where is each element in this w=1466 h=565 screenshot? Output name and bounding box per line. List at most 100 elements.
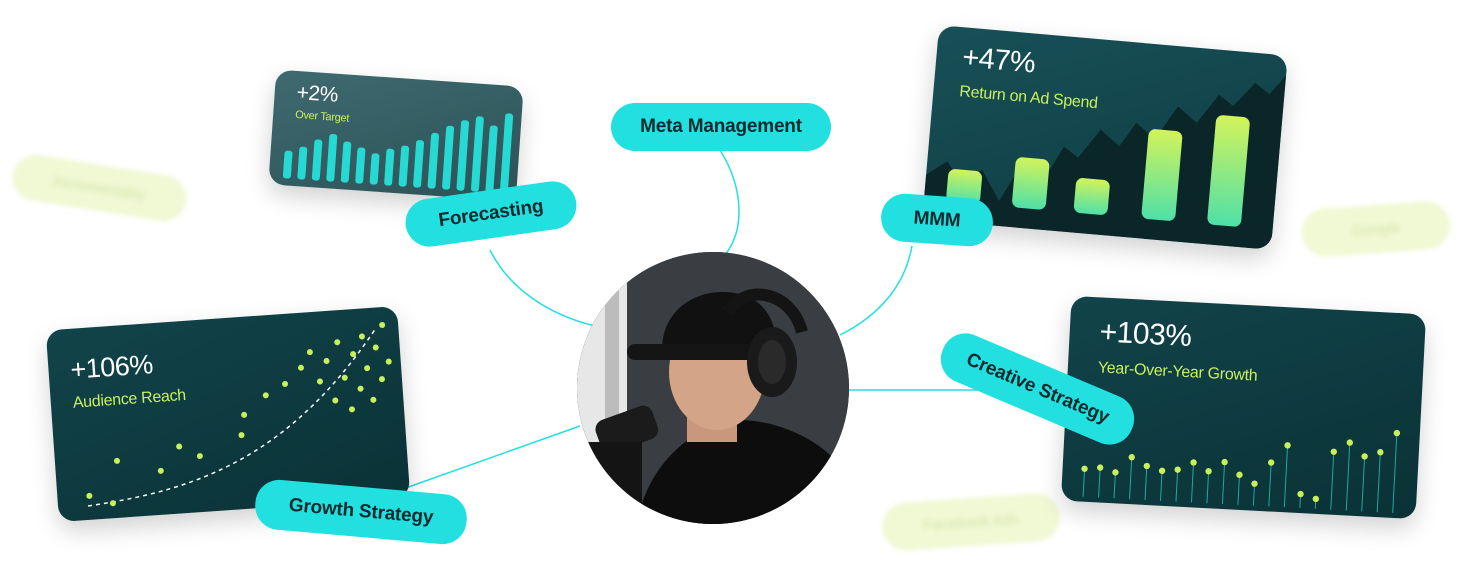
yoy-stem xyxy=(1237,474,1240,505)
reach-point xyxy=(385,358,392,365)
reach-point xyxy=(176,443,183,450)
reach-point xyxy=(109,500,116,507)
roas-bar-chart xyxy=(946,115,1250,227)
reach-point xyxy=(378,376,385,383)
yoy-point xyxy=(1346,439,1354,446)
reach-point xyxy=(238,432,245,439)
yoy-point xyxy=(1284,442,1291,449)
reach-point xyxy=(241,411,248,418)
yoy-point xyxy=(1330,448,1338,455)
yoy-stem xyxy=(1361,456,1366,512)
yoy-stem xyxy=(1252,483,1256,506)
forecast-bar xyxy=(282,150,293,179)
yoy-point xyxy=(1236,471,1243,479)
person-with-headphones-icon xyxy=(577,252,849,524)
reach-point xyxy=(157,467,164,474)
yoy-point xyxy=(1205,468,1212,475)
yoy-lollipop-chart xyxy=(1081,429,1401,513)
roas-card: +47% Return on Ad Spend xyxy=(922,25,1288,250)
yoy-stem xyxy=(1376,452,1381,513)
yoy-point xyxy=(1377,449,1384,456)
forecast-bar xyxy=(470,116,484,192)
yoy-stem xyxy=(1283,445,1289,508)
pill-mmm[interactable]: MMM xyxy=(879,192,995,248)
forecast-bar xyxy=(413,140,425,188)
reach-point xyxy=(372,344,379,351)
yoy-stem xyxy=(1345,442,1351,511)
reach-point xyxy=(357,385,364,392)
reach-point xyxy=(341,374,348,381)
avatar xyxy=(577,252,849,524)
reach-scatter-chart xyxy=(86,322,392,507)
forecast-bar xyxy=(499,113,514,194)
reach-point xyxy=(86,492,93,499)
forecast-bar xyxy=(326,133,338,182)
yoy-stem xyxy=(1082,468,1086,497)
reach-point xyxy=(316,378,323,385)
yoy-point xyxy=(1251,480,1258,487)
yoy-point xyxy=(1312,495,1320,503)
forecast-bar xyxy=(442,125,455,190)
forecast-bar xyxy=(340,141,352,183)
forecast-bar xyxy=(398,145,410,187)
yoy-stem xyxy=(1129,457,1133,500)
link-growth xyxy=(399,425,581,491)
reach-point xyxy=(350,351,357,358)
reach-point xyxy=(358,333,365,340)
yoy-point xyxy=(1297,490,1304,498)
reach-point xyxy=(306,349,313,356)
reach-point xyxy=(370,396,377,403)
roas-bar xyxy=(1141,129,1183,221)
yoy-stem xyxy=(1175,469,1179,502)
yoy-point xyxy=(1143,462,1151,470)
reach-point xyxy=(262,392,269,399)
forecast-bar xyxy=(485,125,498,193)
forecast-card: +2% Over Target xyxy=(268,69,524,202)
forecast-bar xyxy=(355,147,366,184)
yoy-point xyxy=(1174,466,1181,473)
reach-point xyxy=(282,380,289,387)
roas-bar xyxy=(1012,157,1050,210)
reach-point xyxy=(323,357,330,364)
yoy-point xyxy=(1221,458,1228,466)
reach-point xyxy=(113,457,120,464)
yoy-point xyxy=(1158,467,1166,475)
yoy-card: +103% Year-Over-Year Growth xyxy=(1060,295,1427,520)
yoy-stem xyxy=(1113,472,1116,499)
link-mmm xyxy=(839,245,913,336)
reach-point xyxy=(364,365,371,372)
roas-mountain xyxy=(922,75,1287,250)
yoy-stem xyxy=(1098,467,1101,498)
yoy-stem xyxy=(1330,451,1335,510)
link-meta xyxy=(719,149,740,259)
yoy-stem xyxy=(1268,462,1272,507)
reach-point xyxy=(379,322,386,329)
yoy-point xyxy=(1267,459,1275,466)
yoy-stem xyxy=(1206,471,1210,504)
yoy-stem xyxy=(1160,470,1163,501)
reach-trend-line xyxy=(87,327,377,507)
yoy-stem xyxy=(1221,462,1226,505)
reach-point xyxy=(334,339,341,346)
pill-meta-management[interactable]: Meta Management xyxy=(611,103,831,151)
forecast-bar xyxy=(297,146,308,180)
roas-bar xyxy=(1207,115,1250,227)
forecast-bar xyxy=(311,139,323,181)
yoy-stem xyxy=(1190,462,1195,503)
roas-bar xyxy=(1073,178,1110,215)
yoy-stem xyxy=(1144,465,1148,500)
yoy-point xyxy=(1081,465,1088,472)
forecast-bar xyxy=(427,132,440,189)
roas-bar xyxy=(946,169,982,204)
reach-card: +106% Audience Reach xyxy=(45,305,411,523)
forecast-bar xyxy=(369,153,380,185)
yoy-stem xyxy=(1392,433,1398,513)
reach-point xyxy=(196,453,203,460)
reach-point xyxy=(332,397,339,404)
link-forecasting xyxy=(489,249,596,327)
yoy-point xyxy=(1190,459,1197,466)
yoy-point xyxy=(1393,429,1401,437)
yoy-point xyxy=(1096,464,1104,471)
reach-point xyxy=(348,406,355,413)
